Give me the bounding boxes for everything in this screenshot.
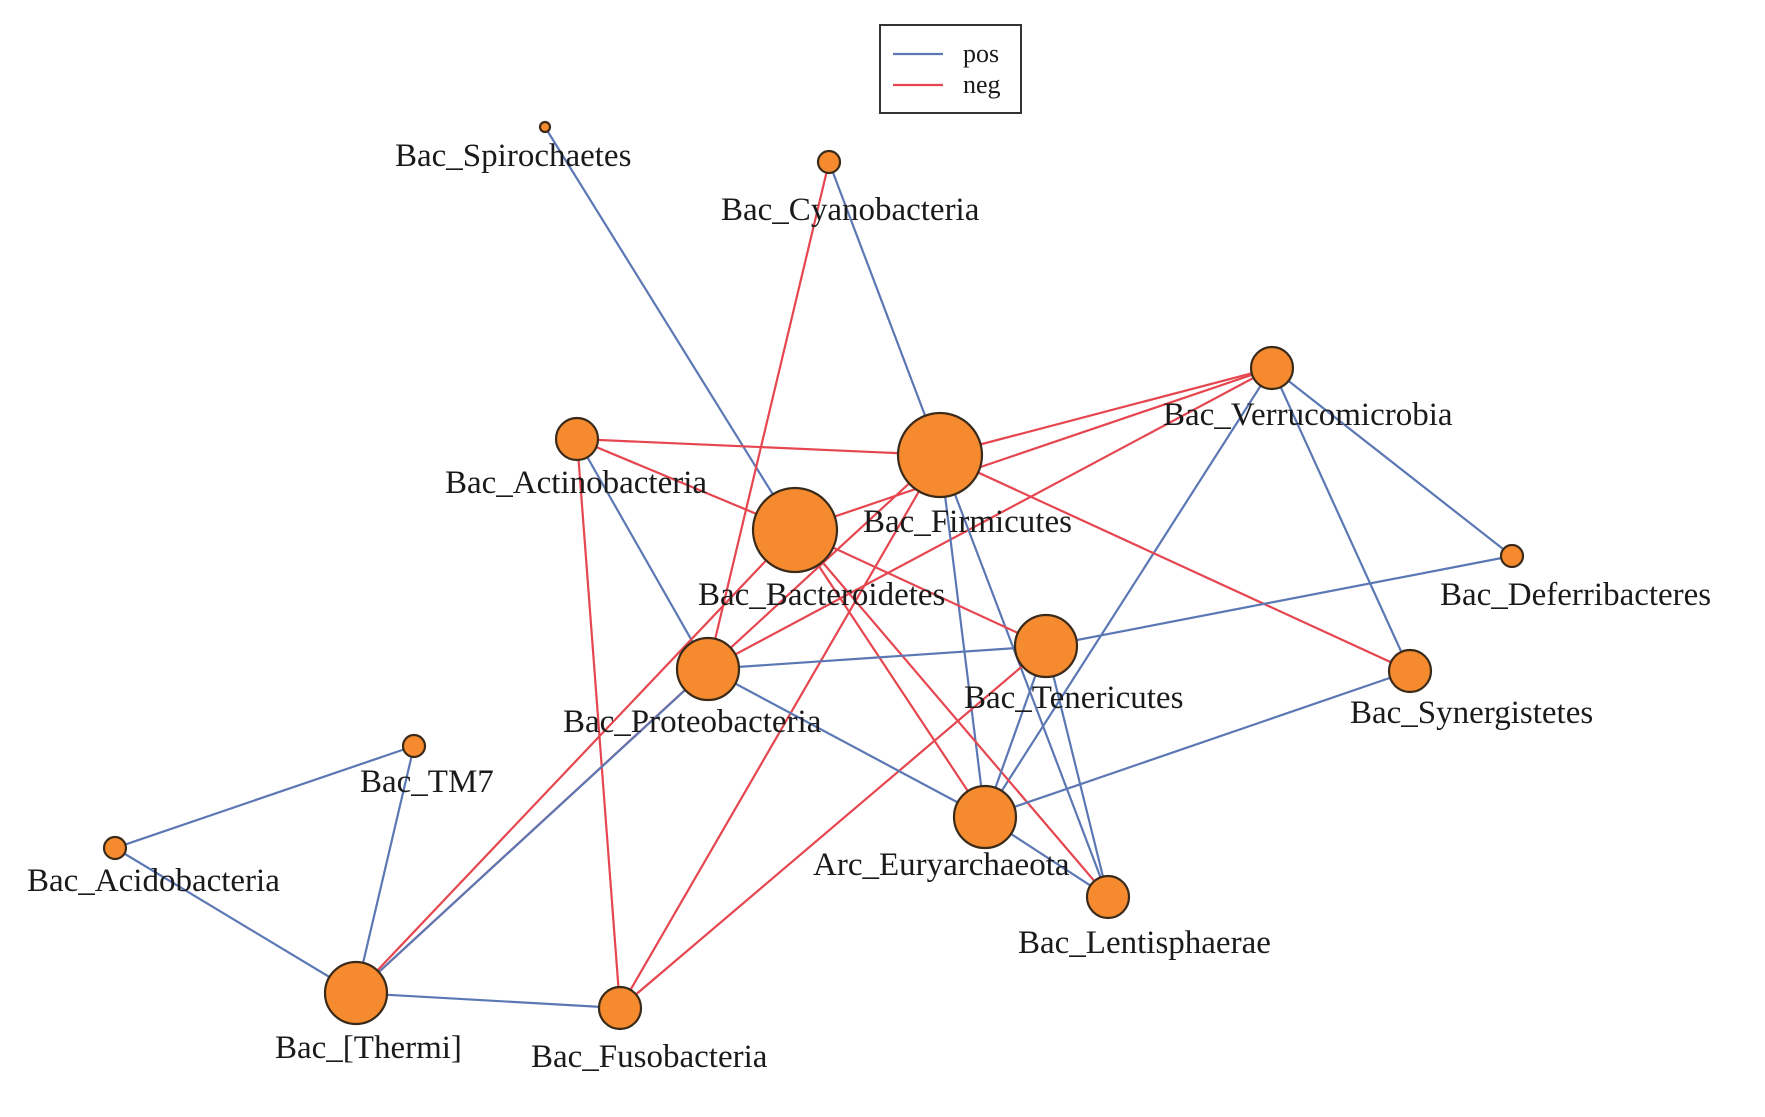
node-label-proteobacteria: Bac_Proteobacteria bbox=[563, 704, 822, 740]
edge-pos-verrucomicrobia-euryarchaeota bbox=[984, 367, 1273, 818]
edge-neg-bacteroidetes-euryarchaeota bbox=[794, 529, 986, 818]
edge-pos-tenericutes-deferribacteres bbox=[1045, 554, 1513, 648]
node-label-fusobacteria: Bac_Fusobacteria bbox=[531, 1039, 768, 1075]
node-acidobacteria bbox=[102, 835, 128, 861]
node-label-bacteroidetes: Bac_Bacteroidetes bbox=[698, 577, 945, 613]
edge-neg-bacteroidetes-tenericutes bbox=[794, 529, 1047, 647]
node-actinobacteria bbox=[554, 416, 600, 462]
node-proteobacteria bbox=[675, 636, 741, 702]
edge-neg-verrucomicrobia-bacteroidetes bbox=[794, 366, 1273, 532]
node-fusobacteria bbox=[597, 985, 643, 1031]
node-euryarchaeota bbox=[952, 784, 1018, 850]
edge-neg-cyanobacteria-proteobacteria bbox=[706, 161, 831, 670]
edge-pos-proteobacteria-thermi bbox=[355, 668, 709, 994]
edge-neg-verrucomicrobia-firmicutes bbox=[939, 366, 1273, 457]
node-verrucomicrobia bbox=[1249, 345, 1295, 391]
edge-pos-synergistetes-euryarchaeota bbox=[984, 669, 1411, 819]
edge-pos-thermi-fusobacteria bbox=[355, 991, 621, 1010]
node-label-cyanobacteria: Bac_Cyanobacteria bbox=[721, 192, 980, 228]
edge-pos-actinobacteria-proteobacteria bbox=[576, 438, 709, 670]
edge-neg-bacteroidetes-lentisphaerae bbox=[794, 529, 1109, 898]
edge-neg-firmicutes-synergistetes bbox=[939, 454, 1411, 672]
node-label-tenericutes: Bac_Tenericutes bbox=[964, 680, 1183, 716]
edge-neg-actinobacteria-fusobacteria bbox=[575, 438, 622, 1009]
node-label-euryarchaeota: Arc_Euryarchaeota bbox=[813, 847, 1070, 883]
node-label-acidobacteria: Bac_Acidobacteria bbox=[27, 863, 280, 899]
edge-pos-tenericutes-lentisphaerae bbox=[1044, 645, 1110, 898]
edge-pos-firmicutes-euryarchaeota bbox=[938, 454, 987, 818]
edge-pos-tm7-acidobacteria bbox=[114, 744, 415, 850]
node-deferribacteres bbox=[1499, 543, 1525, 569]
node-lentisphaerae bbox=[1085, 874, 1131, 920]
edge-pos-cyanobacteria-firmicutes bbox=[827, 161, 942, 456]
node-cyanobacteria bbox=[816, 149, 842, 175]
edge-pos-verrucomicrobia-synergistetes bbox=[1270, 367, 1412, 672]
nodes-layer bbox=[102, 120, 1525, 1031]
edge-pos-acidobacteria-thermi bbox=[114, 847, 357, 994]
node-spirochaetes bbox=[538, 120, 552, 134]
edge-neg-tenericutes-fusobacteria bbox=[619, 645, 1047, 1009]
edge-pos-tm7-thermi bbox=[354, 745, 416, 994]
labels-layer: Bac_SpirochaetesBac_CyanobacteriaBac_Ver… bbox=[27, 138, 1711, 1075]
legend-pos-label: pos bbox=[963, 39, 999, 68]
node-thermi bbox=[323, 960, 389, 1026]
node-label-spirochaetes: Bac_Spirochaetes bbox=[395, 138, 631, 174]
edges-layer bbox=[114, 126, 1513, 1010]
edge-neg-verrucomicrobia-proteobacteria bbox=[707, 367, 1273, 670]
edge-pos-spirochaetes-bacteroidetes bbox=[544, 126, 796, 531]
edge-pos-firmicutes-lentisphaerae bbox=[938, 454, 1110, 898]
edge-neg-actinobacteria-firmicutes bbox=[576, 437, 941, 457]
node-label-firmicutes: Bac_Firmicutes bbox=[863, 504, 1072, 540]
edge-neg-firmicutes-fusobacteria bbox=[619, 454, 941, 1009]
legend: pos neg bbox=[879, 24, 1022, 114]
node-synergistetes bbox=[1387, 648, 1433, 694]
edge-neg-bacteroidetes-thermi bbox=[355, 529, 796, 994]
legend-box bbox=[879, 24, 1022, 114]
node-bacteroidetes bbox=[751, 486, 839, 574]
edge-pos-tenericutes-proteobacteria bbox=[707, 644, 1047, 671]
node-tenericutes bbox=[1013, 613, 1079, 679]
node-label-deferribacteres: Bac_Deferribacteres bbox=[1440, 577, 1711, 613]
node-label-synergistetes: Bac_Synergistetes bbox=[1350, 695, 1593, 731]
edge-pos-verrucomicrobia-deferribacteres bbox=[1271, 367, 1513, 557]
legend-neg-label: neg bbox=[963, 70, 1001, 99]
node-label-lentisphaerae: Bac_Lentisphaerae bbox=[1018, 925, 1271, 961]
node-label-thermi: Bac_[Thermi] bbox=[275, 1030, 462, 1066]
node-tm7 bbox=[401, 733, 427, 759]
node-label-tm7: Bac_TM7 bbox=[360, 764, 494, 800]
edge-pos-proteobacteria-euryarchaeota bbox=[707, 668, 986, 818]
node-label-actinobacteria: Bac_Actinobacteria bbox=[445, 465, 707, 501]
node-label-verrucomicrobia: Bac_Verrucomicrobia bbox=[1163, 397, 1453, 433]
node-firmicutes bbox=[896, 411, 984, 499]
